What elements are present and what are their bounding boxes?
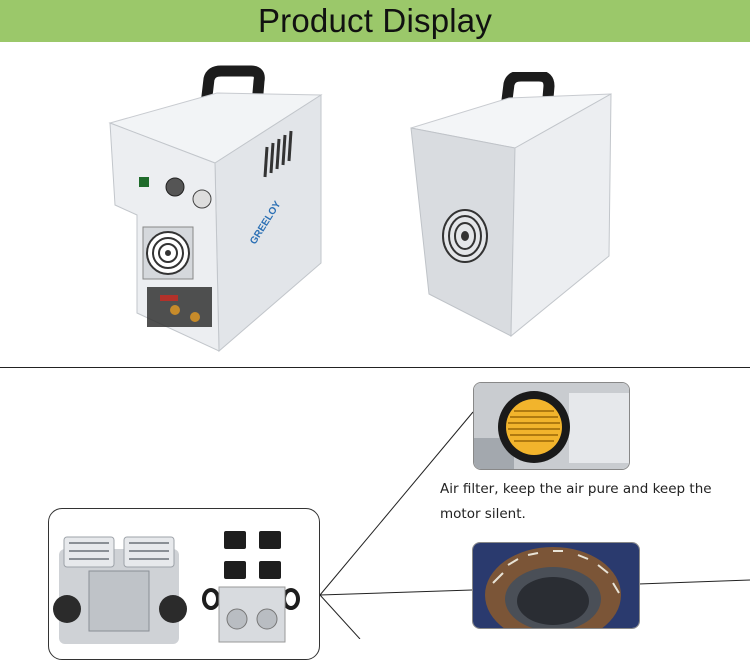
section-header: Product Display (0, 0, 750, 42)
pump-parts-panel (48, 508, 320, 660)
compressor-back-photo (410, 72, 612, 338)
air-filter-photo (473, 382, 630, 470)
section-divider (0, 367, 750, 368)
pump-parts-photo (53, 531, 300, 644)
compressor-front-photo: GREELOY (108, 65, 323, 353)
air-filter-caption: Air filter, keep the air pure and keep t… (440, 481, 712, 522)
section-title: Product Display (257, 2, 493, 39)
motor-stator-photo (472, 542, 640, 629)
